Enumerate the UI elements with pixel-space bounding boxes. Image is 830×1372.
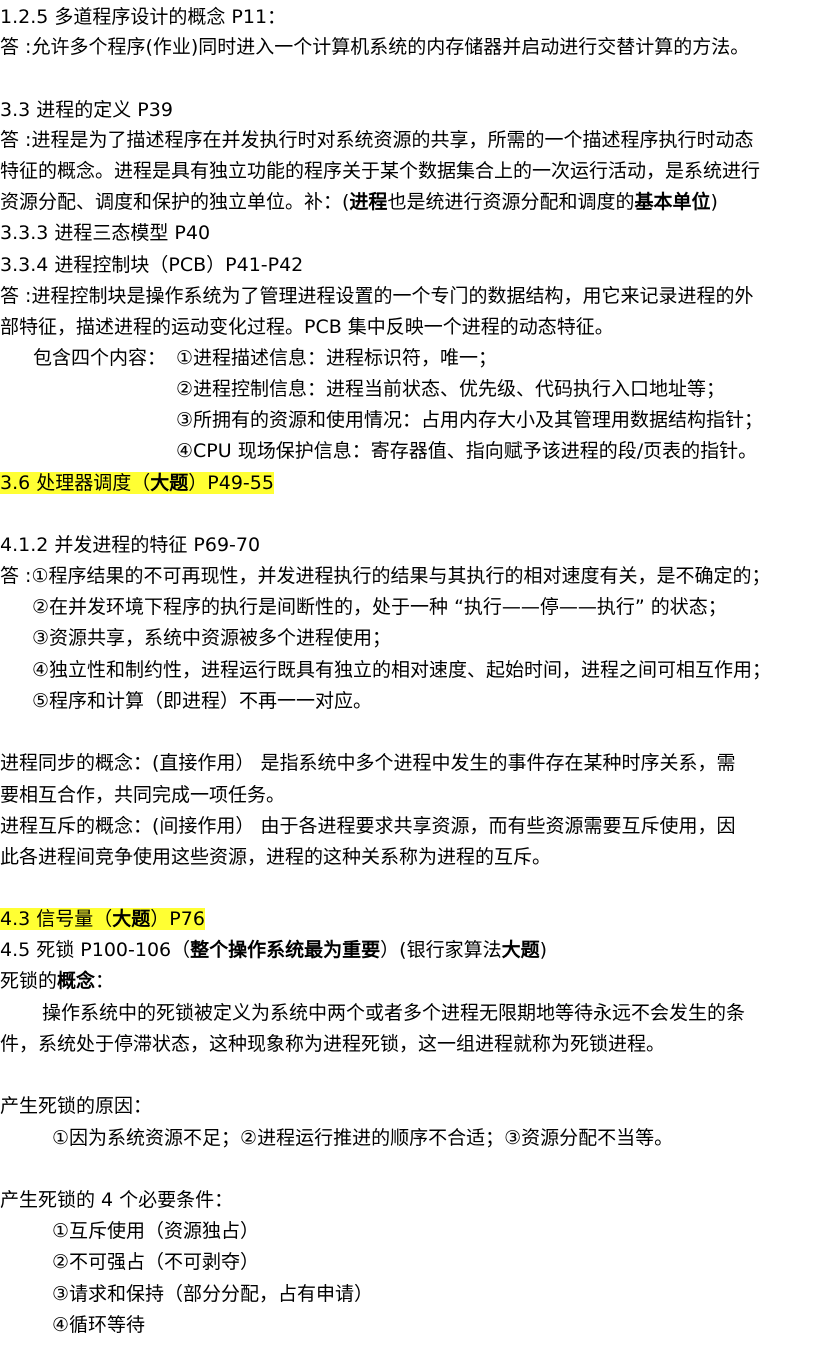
concurrency-item: ④独立性和制约性，进程运行既具有独立的相对速度、起始时间，进程之间可相互作用； xyxy=(32,659,772,681)
pcb-item: ③所拥有的资源和使用情况：占用内存大小及其管理用数据结构指针； xyxy=(176,409,764,431)
section-title-semaphore: 4.3 信号量（大题）P76 xyxy=(0,904,205,934)
deadlock-condition: ①互斥使用（资源独占） xyxy=(52,1220,260,1242)
pcb-item: ②进程控制信息：进程当前状态、优先级、代码执行入口地址等； xyxy=(176,378,726,400)
section-title-scheduling: 3.6 处理器调度（大题）P49-55 xyxy=(0,468,274,498)
pcb-item: ④CPU 现场保护信息：寄存器值、指向赋予该进程的段/页表的指针。 xyxy=(176,440,758,462)
mutex-concept-line-1: 进程互斥的概念：(间接作用） 由于各进程要求共享资源，而有些资源需要互斥使用，因 xyxy=(0,815,736,837)
bold-text: 整个操作系统最为重要 xyxy=(190,939,381,961)
text-segment: ）(银行家算法 xyxy=(380,939,502,961)
bold-text: 大题 xyxy=(112,908,151,930)
text-segment: 3.6 处理器调度（ xyxy=(0,472,151,494)
text-segment: ： xyxy=(95,970,115,992)
highlighted-title: 3.6 处理器调度（大题）P49-55 xyxy=(0,472,274,494)
section-title-three-state-model: 3.3.3 进程三态模型 P40 xyxy=(0,222,211,244)
pcb-item: ①进程描述信息：进程标识符，唯一； xyxy=(176,347,498,369)
answer-concurrency-line-1: 答 :①程序结果的不可再现性，并发进程执行的结果与其执行的相对速度有关，是不确定… xyxy=(0,565,771,587)
concurrency-item: ③资源共享，系统中资源被多个进程使用； xyxy=(32,627,392,649)
text-segment: ) xyxy=(710,191,718,213)
mutex-concept-line-2: 此各进程间竞争使用这些资源，进程的这种关系称为进程的互斥。 xyxy=(0,846,552,868)
deadlock-concept-heading: 死锁的概念： xyxy=(0,966,114,996)
text-segment: 资源分配、调度和保护的独立单位。补：( xyxy=(0,191,350,213)
text-segment: 4.5 死锁 P100-106（ xyxy=(0,939,191,961)
section-title-multiprogramming: 1.2.5 多道程序设计的概念 P11： xyxy=(0,6,287,28)
pcb-items-prefix: 包含四个内容： xyxy=(33,347,167,369)
bold-text: 概念 xyxy=(57,970,96,992)
deadlock-conditions-heading: 产生死锁的 4 个必要条件： xyxy=(0,1189,234,1211)
deadlock-definition-line-1: 操作系统中的死锁被定义为系统中两个或者多个进程无限期地等待永远不会发生的条 xyxy=(42,1002,746,1024)
highlighted-title: 4.3 信号量（大题）P76 xyxy=(0,908,205,930)
bold-text: 进程 xyxy=(349,191,388,213)
text-segment: 4.3 信号量（ xyxy=(0,908,113,930)
concurrency-item: ②在并发环境下程序的执行是间断性的，处于一种 “执行——停——执行” 的状态； xyxy=(32,596,727,618)
answer-process-line-1: 答 :进程是为了描述程序在并发执行时对系统资源的共享，所需的一个描述程序执行时动… xyxy=(0,129,754,151)
answer-multiprogramming: 答 :允许多个程序(作业)同时进入一个计算机系统的内存储器并启动进行交替计算的方… xyxy=(0,36,750,58)
bold-text: 大题 xyxy=(150,472,189,494)
answer-process-line-2: 特征的概念。进程是具有独立功能的程序关于某个数据集合上的一次运行活动，是系统进行 xyxy=(0,160,761,182)
text-segment: ) xyxy=(539,939,548,961)
deadlock-causes: ①因为系统资源不足；②进程运行推进的顺序不合适；③资源分配不当等。 xyxy=(52,1127,674,1149)
answer-pcb-line-2: 部特征，描述进程的运动变化过程。PCB 集中反映一个进程的动态特征。 xyxy=(0,316,614,338)
section-title-pcb: 3.3.4 进程控制块（PCB）P41-P42 xyxy=(0,254,304,276)
sync-concept-line-1: 进程同步的概念：(直接作用） 是指系统中多个进程中发生的事件存在某种时序关系，需 xyxy=(0,752,736,774)
bold-text: 大题 xyxy=(501,939,540,961)
section-title-concurrency: 4.1.2 并发进程的特征 P69-70 xyxy=(0,534,261,556)
sync-concept-line-2: 要相互合作，共同完成一项任务。 xyxy=(0,784,286,806)
text-segment: ）P76 xyxy=(150,908,205,930)
section-title-deadlock: 4.5 死锁 P100-106（整个操作系统最为重要）(银行家算法大题) xyxy=(0,935,547,965)
bold-text: 基本单位 xyxy=(634,191,711,213)
text-segment: 也是统进行资源分配和调度的 xyxy=(387,191,635,213)
deadlock-condition: ②不可强占（不可剥夺） xyxy=(52,1251,260,1273)
answer-pcb-line-1: 答 :进程控制块是操作系统为了管理进程设置的一个专门的数据结构，用它来记录进程的… xyxy=(0,285,754,307)
concurrency-item: ⑤程序和计算（即进程）不再一一对应。 xyxy=(32,690,373,712)
deadlock-condition: ③请求和保持（部分分配，占有申请） xyxy=(52,1283,374,1305)
text-segment: 死锁的 xyxy=(0,970,58,992)
deadlock-definition-line-2: 件，系统处于停滞状态，这种现象称为进程死锁，这一组进程就称为死锁进程。 xyxy=(0,1033,666,1055)
section-title-process-definition: 3.3 进程的定义 P39 xyxy=(0,99,173,121)
deadlock-condition: ④循环等待 xyxy=(52,1314,146,1336)
answer-process-line-3: 资源分配、调度和保护的独立单位。补：(进程也是统进行资源分配和调度的基本单位) xyxy=(0,187,718,217)
text-segment: ）P49-55 xyxy=(188,472,274,494)
deadlock-causes-heading: 产生死锁的原因： xyxy=(0,1095,153,1117)
